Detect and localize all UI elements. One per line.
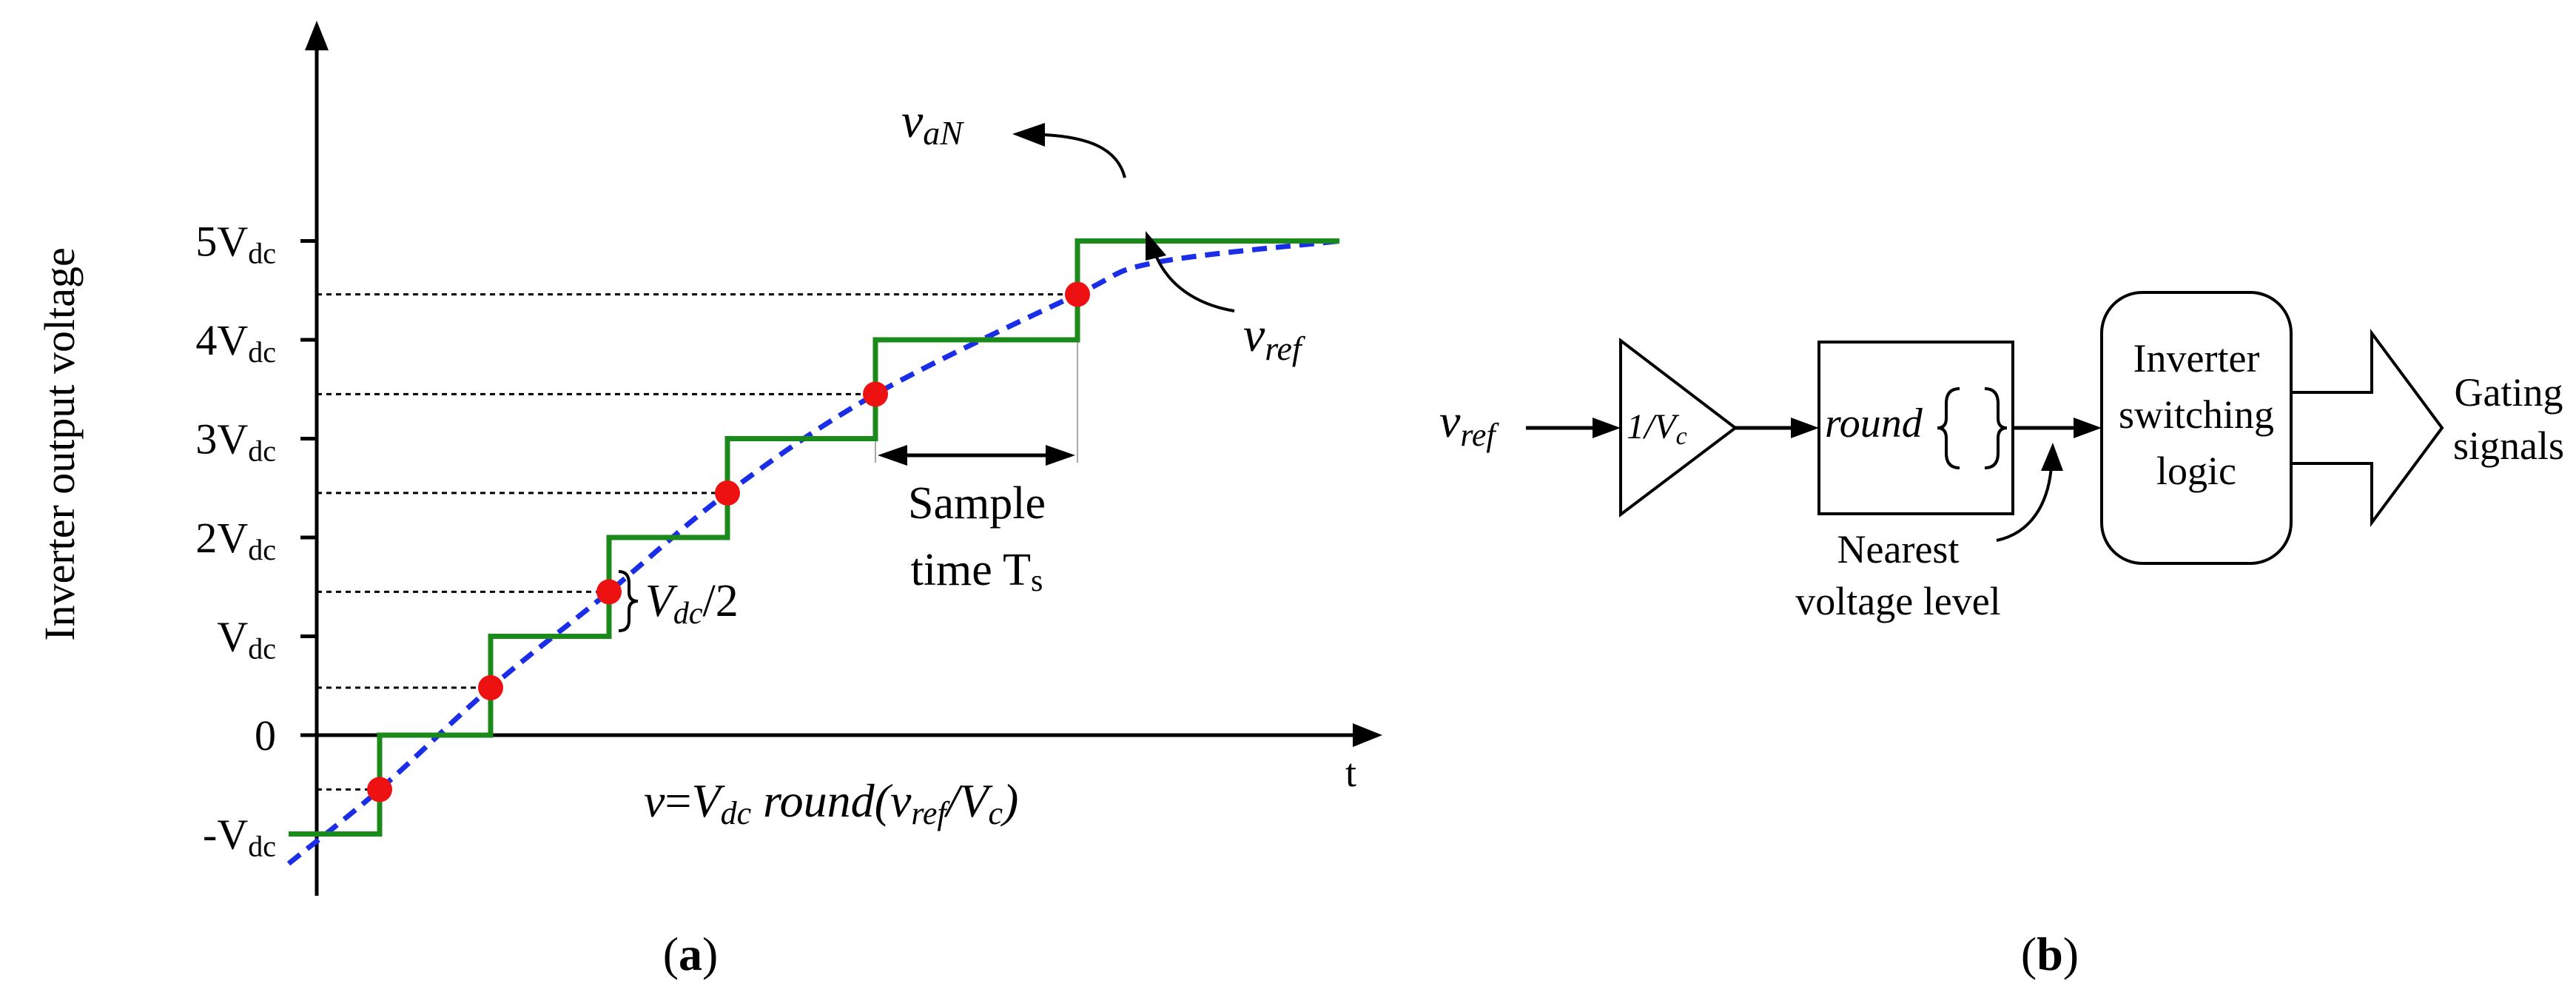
reference-signal-label: vref [1243,308,1306,367]
nearest-label-line2: voltage level [1795,579,2000,623]
round-to-logic-arrowhead [2074,418,2102,438]
step-label-arrow [1043,133,1126,178]
quantization-formula: v=Vdc round(vref/Vc) [644,774,1018,831]
round-block [1817,341,2014,515]
output-label-line1: Gating [2455,370,2563,415]
y-tick-label: 0 [255,711,276,760]
step-signal [289,238,1339,837]
sample-points [367,281,1090,803]
panel-a: -Vdc 0 Vdc 2Vdc 3Vdc 4Vdc 5Vdc Inverter output… [36,21,1382,980]
sample-time-arrow-left [878,445,907,466]
panel-a-caption: (a) [663,928,719,980]
sample-point [1065,281,1090,307]
sample-time-label-line2: time Ts [911,545,1043,598]
y-tick-label: -Vdc [203,811,276,863]
reference-curve [286,238,1340,866]
logic-label-line1: Inverter [2133,336,2260,381]
nearest-label-line1: Nearest [1837,527,1960,572]
y-tick-label: 2Vdc [195,514,276,566]
y-axis-label: Inverter output voltage [36,247,84,641]
sample-time-label-line1: Sample [908,478,1046,529]
sample-point [596,579,622,605]
round-brace-left [1937,387,1960,469]
y-ticks [300,239,317,836]
half-level-label: Vdc/2 [645,576,739,631]
level-guide-lines [317,293,1077,791]
y-tick-label: 4Vdc [195,316,276,369]
round-label: round [1825,401,1923,446]
ref-label-arrow [1154,255,1235,312]
y-tick-label: Vdc [217,613,276,666]
logic-label-line3: logic [2156,449,2236,493]
output-label-line2: signals [2453,423,2564,468]
input-arrowhead [1593,418,1621,438]
input-label: vref [1439,395,1499,453]
gating-output-arrow [2290,328,2444,528]
y-axis-arrow [305,21,329,50]
nearest-level-pointer-head [2041,443,2063,471]
step-label-arrowhead [1012,123,1045,147]
sample-point [863,381,888,407]
y-tick-labels: -Vdc 0 Vdc 2Vdc 3Vdc 4Vdc 5Vdc [195,218,276,863]
gain-to-round-arrowhead [1791,418,1819,438]
sample-point [715,480,740,506]
step-signal-label: vaN [901,94,964,152]
sample-time-arrow-right [1046,445,1075,466]
panel-b-caption: (b) [2021,928,2079,980]
x-axis-arrow [1353,723,1382,747]
gain-block [1619,337,1738,518]
sample-point [367,777,392,803]
half-level-brace [618,570,639,632]
ref-label-arrowhead [1146,231,1166,261]
panel-b: vref 1/Vc round Nearest voltage level In… [1439,291,2564,980]
round-brace-right [1984,387,2008,469]
nearest-level-pointer [1996,466,2053,542]
x-axis-label: t [1345,751,1356,795]
sample-point [478,674,503,700]
y-tick-label: 5Vdc [195,218,276,270]
logic-label-line2: switching [2119,392,2274,437]
y-tick-label: 3Vdc [195,415,276,468]
